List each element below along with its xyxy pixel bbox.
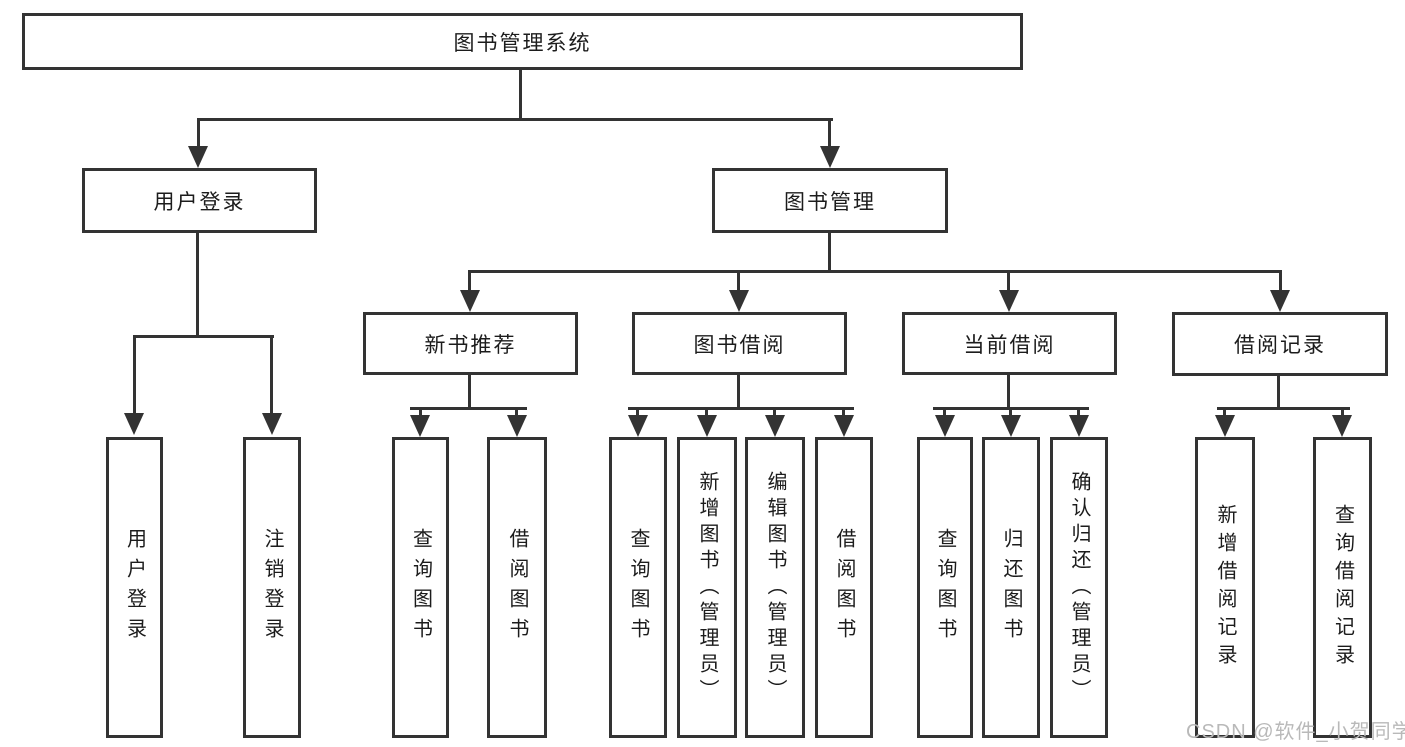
leaf-records-add-record: 新增借阅记录 [1195, 437, 1255, 738]
arrow-to-br-add [1215, 415, 1235, 437]
node-user-login: 用户登录 [82, 168, 317, 233]
arrow-to-bb-borrow [834, 415, 854, 437]
connector-recommend-drop [468, 375, 471, 410]
arrow-to-bb-add [697, 415, 717, 437]
node-new-book-recommend: 新书推荐 [363, 312, 578, 375]
connector-cb-query-shaft [943, 407, 946, 419]
leaf-current-confirm-return-admin: 确认归还（管理员） [1050, 437, 1108, 738]
watermark: CSDN @软件_小贺同学 [1186, 721, 1405, 743]
connector-records-drop [1277, 375, 1280, 410]
connector-level3-rail [468, 270, 1282, 273]
connector-bb-add-shaft [705, 407, 708, 419]
connector-records-rail [1217, 407, 1350, 410]
leaf-current-return-books: 归还图书 [982, 437, 1040, 738]
arrow-to-user-login [188, 146, 208, 168]
arrow-to-leaf-logout [262, 413, 282, 435]
arrow-to-borrow [729, 290, 749, 312]
arrow-to-cb-query [935, 415, 955, 437]
leaf-current-query-books: 查询图书 [917, 437, 973, 738]
connector-borrow-rail [628, 407, 854, 410]
node-root-library-system: 图书管理系统 [22, 13, 1023, 70]
connector-bb-edit-shaft [773, 407, 776, 419]
leaf-logout: 注销登录 [243, 437, 301, 738]
connector-leaf-login-shaft [133, 335, 136, 417]
connector-root-drop [519, 70, 522, 121]
connector-user-login-drop [196, 233, 199, 338]
connector-leaf-logout-shaft [270, 335, 273, 417]
connector-current-shaft [1007, 270, 1010, 294]
leaf-borrow-edit-books-admin: 编辑图书（管理员） [745, 437, 805, 738]
connector-borrow-drop [737, 375, 740, 410]
arrow-to-cb-return [1001, 415, 1021, 437]
arrow-to-rec-borrow [507, 415, 527, 437]
connector-user-login-rail [133, 335, 274, 338]
arrow-to-records [1270, 290, 1290, 312]
connector-book-mgmt-drop [828, 233, 831, 273]
leaf-borrow-borrow-books: 借阅图书 [815, 437, 873, 738]
node-current-borrow: 当前借阅 [902, 312, 1117, 375]
connector-rec-borrow-shaft [515, 407, 518, 419]
connector-rec-query-shaft [419, 407, 422, 419]
arrow-to-recommend [460, 290, 480, 312]
connector-level2-rail [197, 118, 833, 121]
connector-br-add-shaft [1223, 407, 1226, 419]
arrow-to-cb-confirm [1069, 415, 1089, 437]
node-book-management: 图书管理 [712, 168, 948, 233]
leaf-recommend-borrow-books: 借阅图书 [487, 437, 547, 738]
arrow-to-br-query [1332, 415, 1352, 437]
connector-records-shaft [1279, 270, 1282, 294]
connector-recommend-shaft [468, 270, 471, 294]
connector-borrow-shaft [737, 270, 740, 294]
leaf-borrow-add-books-admin: 新增图书（管理员） [677, 437, 737, 738]
connector-current-drop [1007, 375, 1010, 410]
arrow-to-bb-query [628, 415, 648, 437]
arrow-to-book-mgmt [820, 146, 840, 168]
arrow-to-current [999, 290, 1019, 312]
node-book-borrow: 图书借阅 [632, 312, 847, 375]
connector-recommend-rail [410, 407, 527, 410]
node-borrow-records: 借阅记录 [1172, 312, 1388, 376]
arrow-to-rec-query [410, 415, 430, 437]
arrow-to-leaf-login [124, 413, 144, 435]
connector-cb-confirm-shaft [1077, 407, 1080, 419]
leaf-user-login: 用户登录 [106, 437, 163, 738]
connector-br-query-shaft [1341, 407, 1344, 419]
connector-bb-borrow-shaft [842, 407, 845, 419]
leaf-recommend-query-books: 查询图书 [392, 437, 449, 738]
connector-bb-query-shaft [636, 407, 639, 419]
arrow-to-bb-edit [765, 415, 785, 437]
leaf-borrow-query-books: 查询图书 [609, 437, 667, 738]
leaf-records-query-record: 查询借阅记录 [1313, 437, 1372, 738]
connector-book-mgmt-shaft [828, 118, 831, 150]
connector-user-login-shaft [197, 118, 200, 150]
connector-cb-return-shaft [1009, 407, 1012, 419]
